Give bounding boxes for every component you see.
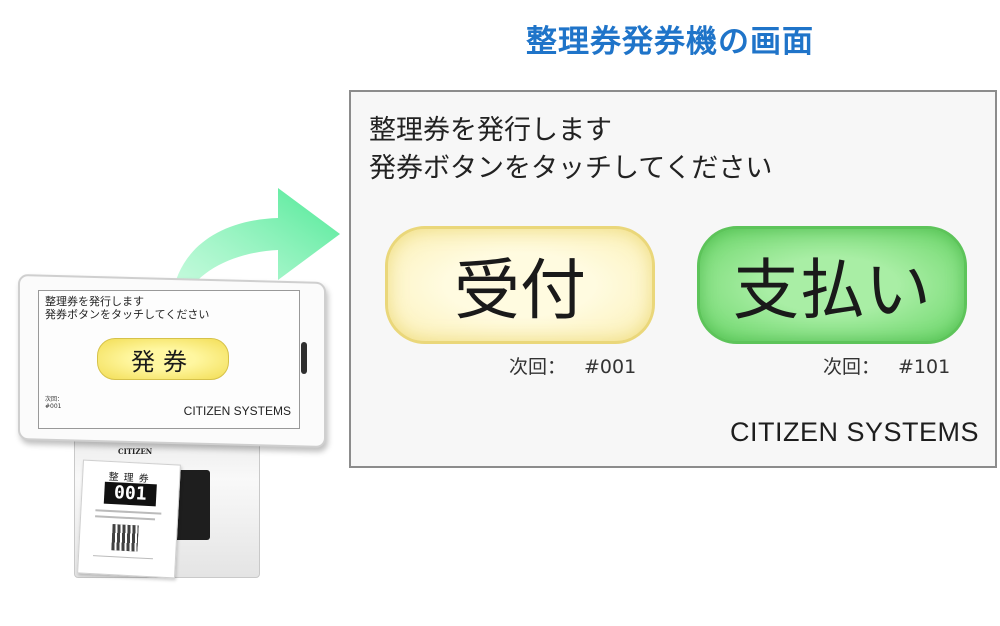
tablet-brand-label: CITIZEN SYSTEMS	[183, 404, 291, 418]
ticket-text-line	[93, 555, 153, 560]
printed-ticket: 整理券 001	[77, 459, 181, 579]
ticket-text-line	[95, 515, 156, 521]
next-label: 次回：	[509, 356, 567, 378]
tablet-instruction-line-2: 発券ボタンをタッチしてください	[45, 308, 210, 321]
payment-next-number: 次回： #101	[823, 352, 950, 379]
kiosk-screen-panel: 整理券を発行します 発券ボタンをタッチしてください 受付 次回： #001 支払い…	[349, 90, 997, 468]
page-caption: 整理券発券機の画面	[526, 24, 814, 60]
printer-brand-label: CITIZEN	[118, 447, 153, 456]
reception-next-number: 次回： #001	[509, 352, 636, 379]
tablet-next-label: 次回：	[45, 396, 64, 403]
reception-button-label: 受付	[454, 252, 586, 329]
reception-button[interactable]: 受付	[385, 226, 655, 344]
payment-button-label: 支払い	[733, 252, 931, 329]
tablet-next-number: 次回： #001	[45, 396, 63, 410]
payment-button[interactable]: 支払い	[697, 226, 967, 344]
ticket-qr-code	[111, 524, 139, 552]
instruction-line-2: 発券ボタンをタッチしてください	[369, 153, 773, 184]
screen-instruction: 整理券を発行します 発券ボタンをタッチしてください	[369, 112, 772, 188]
next-number-value: #001	[584, 356, 637, 378]
side-button-right	[301, 342, 307, 374]
tablet-instruction: 整理券を発行します 発券ボタンをタッチしてください	[45, 295, 209, 321]
ticket-number: 001	[103, 481, 157, 507]
brand-label: CITIZEN SYSTEMS	[729, 417, 979, 447]
tablet-next-value: #001	[45, 403, 62, 410]
issue-ticket-button[interactable]: 発券	[97, 338, 229, 380]
ticket-text-line	[95, 509, 162, 515]
tablet-instruction-line-1: 整理券を発行します	[45, 295, 144, 308]
instruction-line-1: 整理券を発行します	[369, 115, 612, 146]
next-number-value: #101	[898, 356, 951, 378]
next-label: 次回：	[823, 356, 881, 378]
curved-arrow-graphic	[172, 188, 340, 302]
tablet-screen: 整理券を発行します 発券ボタンをタッチしてください 発券 次回： #001 CI…	[38, 290, 300, 429]
